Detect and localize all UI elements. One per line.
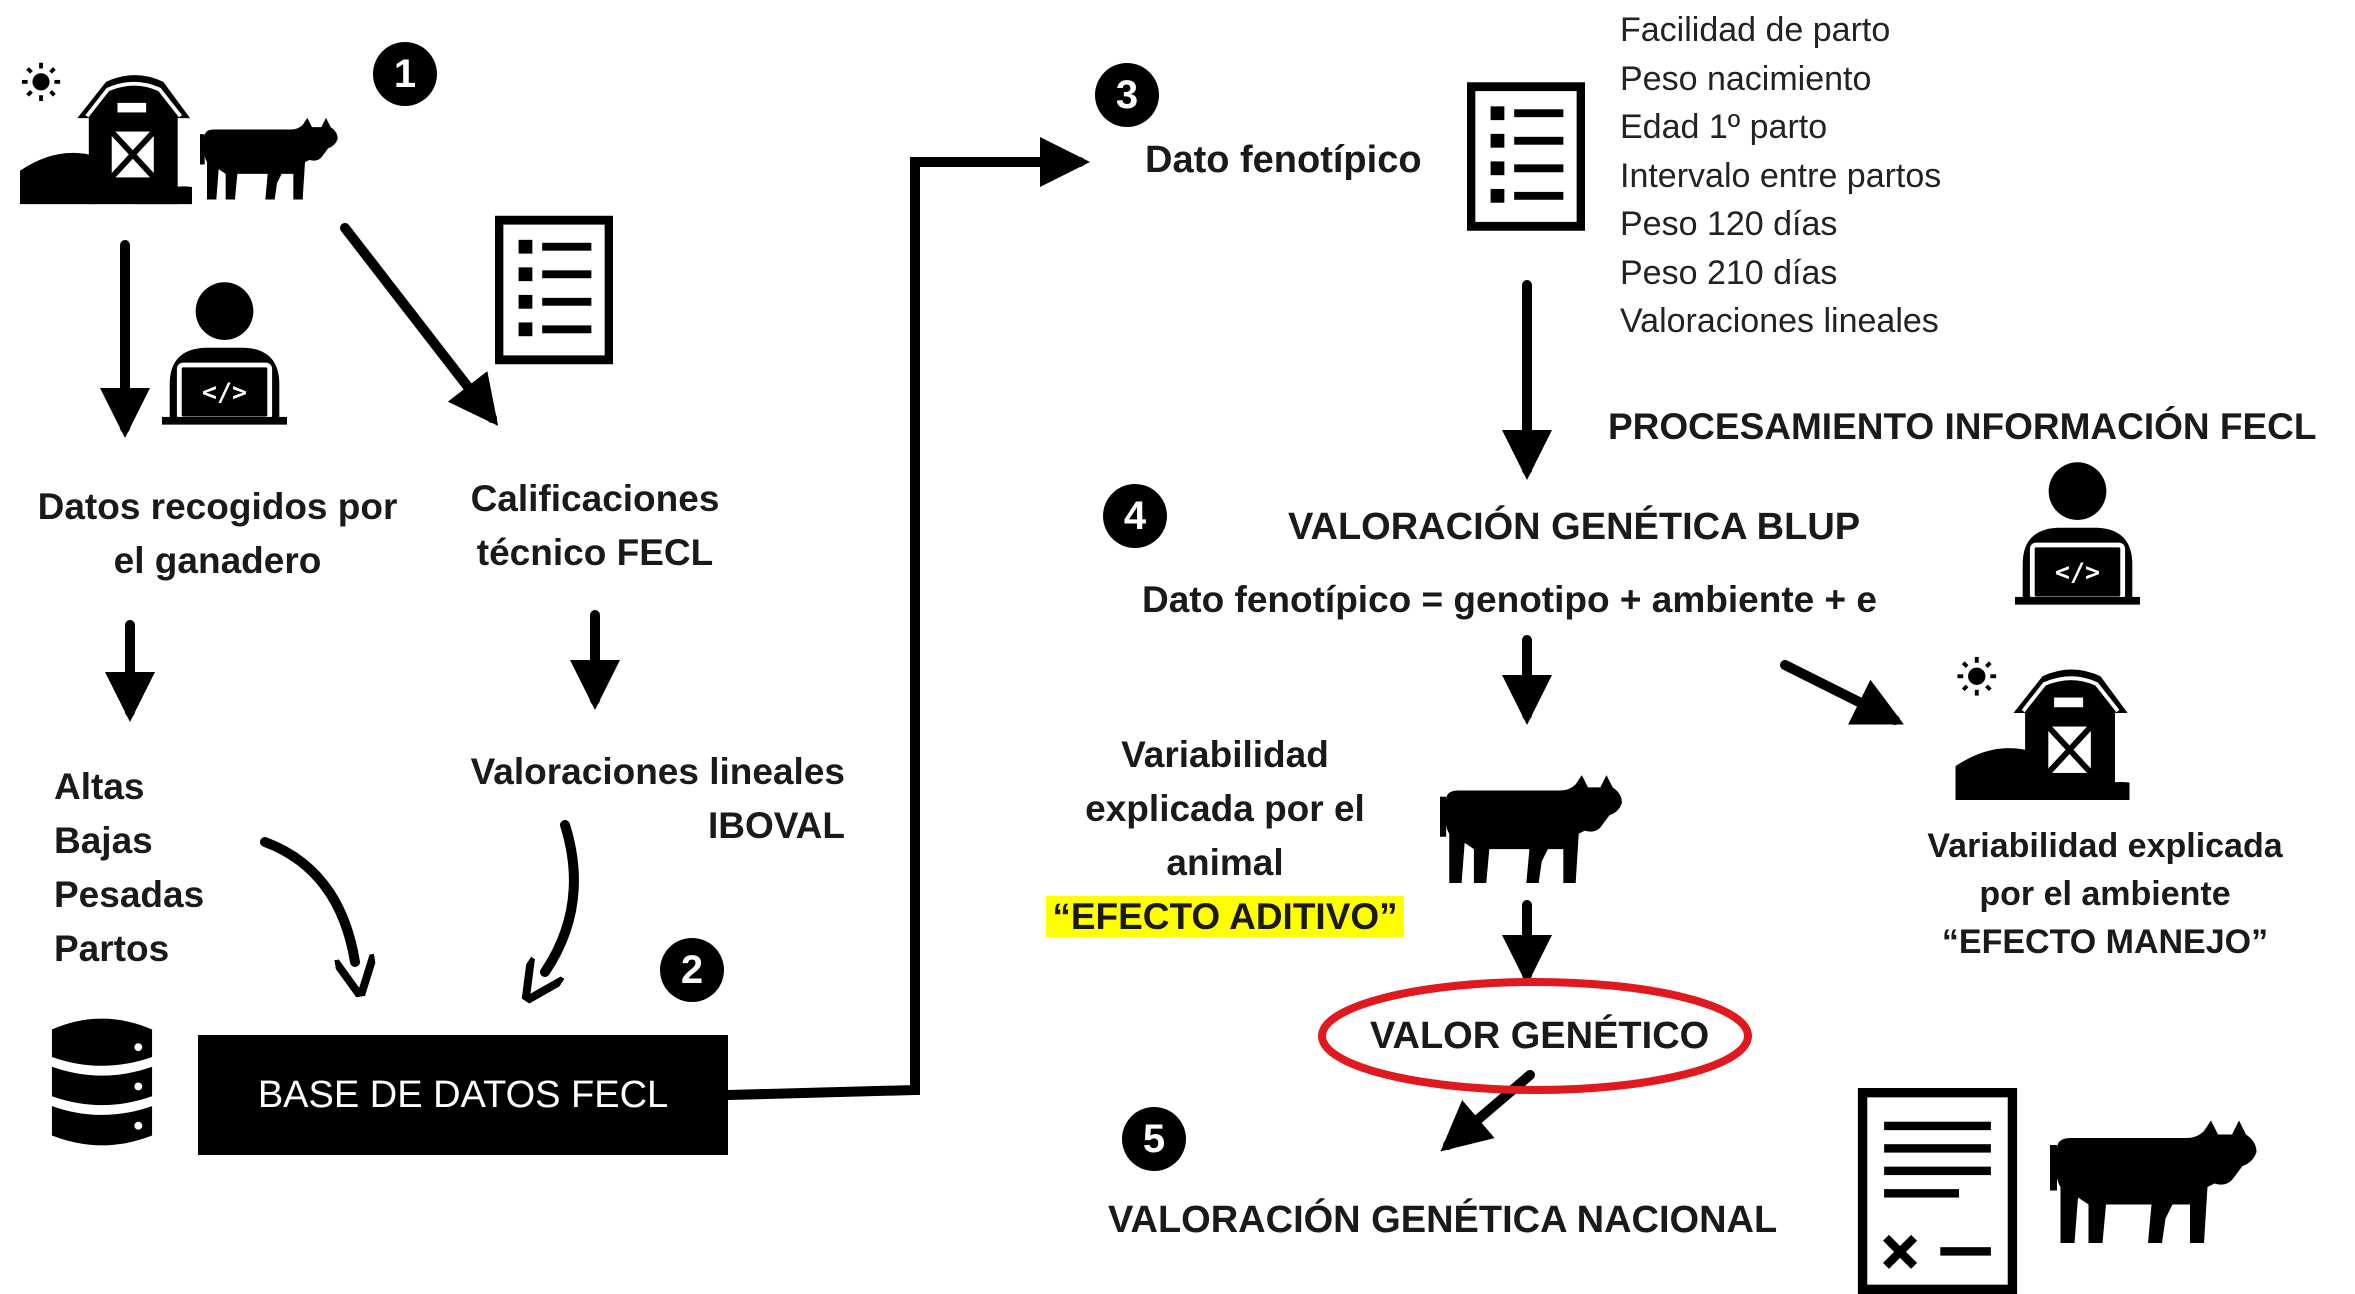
phenotype-label: Dato fenotípico (1145, 139, 1422, 181)
arrow (545, 820, 579, 972)
cow-icon (1440, 775, 1622, 883)
cow-icon (2050, 1120, 2257, 1243)
arrow (340, 223, 499, 426)
genetic-value-label: VALOR GENÉTICO (1370, 1015, 1710, 1057)
step-badge-4: 4 (1103, 484, 1167, 548)
traits-list: Facilidad de parto Peso nacimiento Edad … (1620, 11, 1942, 340)
arrow (1780, 660, 1904, 725)
person-laptop-icon (2015, 462, 2140, 604)
events-list: Altas Bajas Pesadas Partos (54, 766, 205, 969)
blup-title: VALORACIÓN GENÉTICA BLUP (1288, 506, 1861, 548)
environment-variability-label: Variabilidad explicada por el ambiente “… (1927, 827, 2283, 961)
step-badge-2: 2 (660, 938, 724, 1002)
step-badge-3: 3 (1095, 63, 1159, 127)
linear-scores-label: Valoraciones lineales IBOVAL (470, 751, 845, 846)
farmer-data-label: Datos recogidos por el ganadero (37, 486, 398, 581)
cow-icon (200, 117, 338, 200)
database-icon (51, 1018, 153, 1146)
database-box: BASE DE DATOS FECL (198, 1035, 728, 1155)
step-badge-1: 1 (373, 42, 437, 106)
highlight-ellipse (1318, 978, 1752, 1094)
tech-ratings-label: Calificaciones técnico FECL (470, 478, 720, 573)
additive-effect-highlight: “EFECTO ADITIVO” (1046, 896, 1404, 937)
processing-label: PROCESAMIENTO INFORMACIÓN FECL (1608, 406, 2317, 447)
checklist-icon (499, 220, 609, 360)
equation-label: Dato fenotípico = genotipo + ambiente + … (1142, 579, 1877, 620)
animal-variability-label: Variabilidad explicada por el animal “EF… (1020, 728, 1430, 944)
farm-icon (20, 63, 192, 204)
national-evaluation-label: VALORACIÓN GENÉTICA NACIONAL (1108, 1199, 1778, 1241)
arrow (723, 137, 1090, 1100)
farm-icon (1956, 657, 2130, 800)
certificate-icon (1863, 1093, 2013, 1290)
step-badge-5: 5 (1122, 1107, 1186, 1171)
checklist-icon (1471, 87, 1581, 227)
person-laptop-icon (162, 282, 287, 424)
arrow (260, 837, 355, 962)
